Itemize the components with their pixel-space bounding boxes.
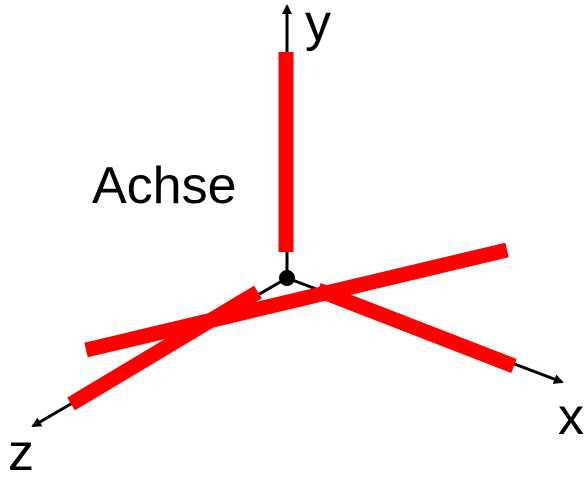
heading-fragment: Achse [92,157,237,215]
x-axis-red-bar [315,283,517,373]
origin-point [279,270,295,286]
z-axis-label: z [8,424,34,477]
y-axis-label: y [305,0,331,52]
x-axis-label: x [558,388,584,446]
diagonal-red-bar [84,242,509,358]
